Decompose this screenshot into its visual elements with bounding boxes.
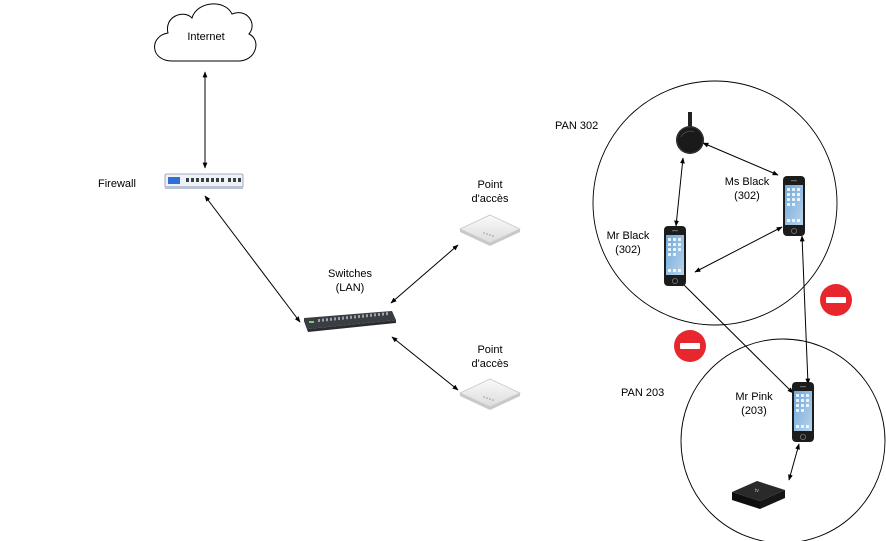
cloud-icon — [154, 3, 257, 62]
mr-black-label: Mr Black (302) — [600, 229, 656, 257]
link-msblack-mrpink — [799, 235, 811, 385]
pan-302-label: PAN 302 — [555, 120, 599, 132]
link-mrpink-appletv — [788, 443, 800, 481]
firewall-appliance-icon — [164, 173, 244, 189]
apple-tv-icon: tv — [732, 481, 785, 509]
access-point-1-label-line1: Point — [477, 179, 503, 191]
access-point-2-label: Point d'accès — [462, 343, 518, 371]
access-point-1-label-line2: d'accès — [471, 193, 509, 205]
smartphone-icon — [782, 175, 806, 237]
mr-pink-label-line2: (203) — [741, 405, 767, 417]
chromecast-icon — [676, 112, 704, 154]
link-switch-ap2 — [391, 336, 459, 391]
wireless-access-point-icon — [459, 378, 521, 411]
ms-black-label: Ms Black (302) — [718, 175, 776, 203]
link-mrblack-mrpink — [679, 280, 794, 394]
link-switch-ap1 — [390, 244, 459, 304]
no-entry-icon — [674, 330, 706, 362]
switches-label: Switches (LAN) — [318, 267, 382, 295]
ms-black-label-line2: (302) — [734, 190, 760, 202]
mr-black-label-line1: Mr Black — [606, 230, 650, 242]
access-point-2-label-line2: d'accès — [471, 358, 509, 370]
ms-black-label-line1: Ms Black — [724, 176, 770, 188]
switches-label-line1: Switches — [327, 268, 373, 280]
access-point-2-label-line1: Point — [477, 344, 503, 356]
network-switch-icon — [304, 311, 396, 332]
svg-text:tv: tv — [755, 488, 759, 494]
link-chromecast-msblack — [702, 142, 779, 176]
smartphone-icon — [791, 381, 815, 443]
link-mrblack-msblack — [694, 226, 783, 273]
access-point-1-label: Point d'accès — [462, 178, 518, 206]
internet-label: Internet — [187, 31, 225, 43]
link-firewall-switch — [204, 195, 301, 323]
pan-203-label: PAN 203 — [621, 387, 665, 399]
firewall-label: Firewall — [98, 178, 136, 190]
smartphone-icon — [663, 225, 687, 287]
mr-pink-label-line1: Mr Pink — [735, 391, 773, 403]
switches-label-line2: (LAN) — [335, 282, 365, 294]
link-chromecast-mrblack — [674, 157, 685, 227]
wireless-access-point-icon — [459, 214, 521, 247]
pan-203-boundary — [680, 338, 886, 541]
mr-pink-label: Mr Pink (203) — [728, 390, 780, 418]
mr-black-label-line2: (302) — [615, 244, 641, 256]
no-entry-icon — [820, 284, 852, 316]
